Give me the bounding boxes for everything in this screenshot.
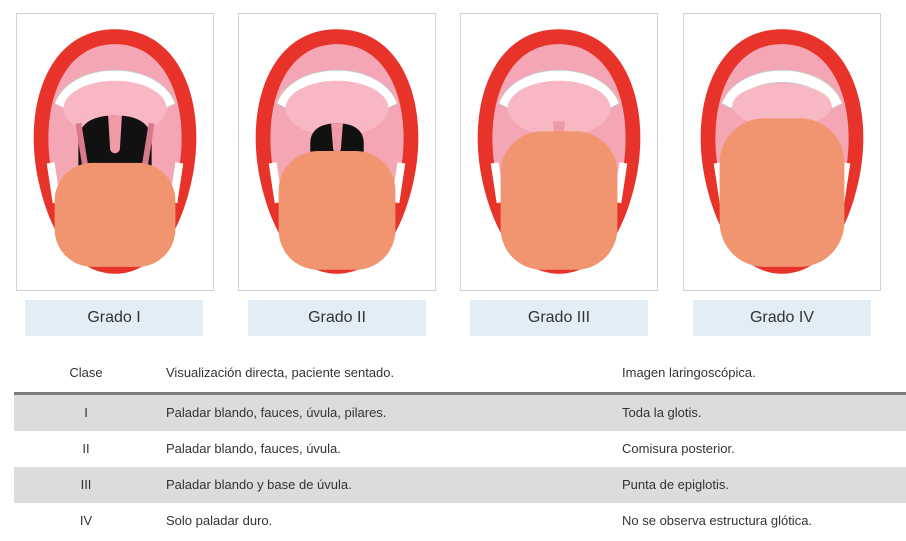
header-visualizacion: Visualización directa, paciente sentado. [166,355,394,391]
mallampati-panel-grade-1 [16,13,214,291]
cell-clase: II [14,431,158,467]
grade-label-3: Grado III [470,300,648,336]
tongue [279,151,396,270]
mouth-illustration-grade-4 [684,14,880,290]
table-row: III Paladar blando y base de úvula. Punt… [14,467,906,503]
cell-visualizacion: Paladar blando y base de úvula. [166,467,352,503]
cell-imagen: No se observa estructura glótica. [622,503,812,539]
mouth-illustration-grade-1 [17,14,213,290]
table-header-row: Clase Visualización directa, paciente se… [14,355,906,395]
cell-visualizacion: Paladar blando, fauces, úvula, pilares. [166,395,386,431]
mallampati-panel-grade-2 [238,13,436,291]
cell-visualizacion: Solo paladar duro. [166,503,272,539]
tongue [720,118,845,266]
mouth-illustration-grade-2 [239,14,435,290]
cell-clase: IV [14,503,158,539]
table-row: I Paladar blando, fauces, úvula, pilares… [14,395,906,431]
header-clase: Clase [14,355,158,391]
cell-clase: I [14,395,158,431]
cell-imagen: Punta de epiglotis. [622,467,729,503]
grade-label-1: Grado I [25,300,203,336]
mouth-illustration-grade-3 [461,14,657,290]
mallampati-table: Clase Visualización directa, paciente se… [14,355,906,539]
cell-clase: III [14,467,158,503]
header-imagen: Imagen laringoscópica. [622,355,756,391]
grade-label-4: Grado IV [693,300,871,336]
mallampati-panel-grade-3 [460,13,658,291]
tongue [501,131,618,270]
cell-imagen: Toda la glotis. [622,395,702,431]
table-row: IV Solo paladar duro. No se observa estr… [14,503,906,539]
uvula [108,115,122,153]
table-row: II Paladar blando, fauces, úvula. Comisu… [14,431,906,467]
grade-label-2: Grado II [248,300,426,336]
cell-visualizacion: Paladar blando, fauces, úvula. [166,431,341,467]
cell-imagen: Comisura posterior. [622,431,735,467]
tongue [55,163,176,267]
mallampati-panel-grade-4 [683,13,881,291]
